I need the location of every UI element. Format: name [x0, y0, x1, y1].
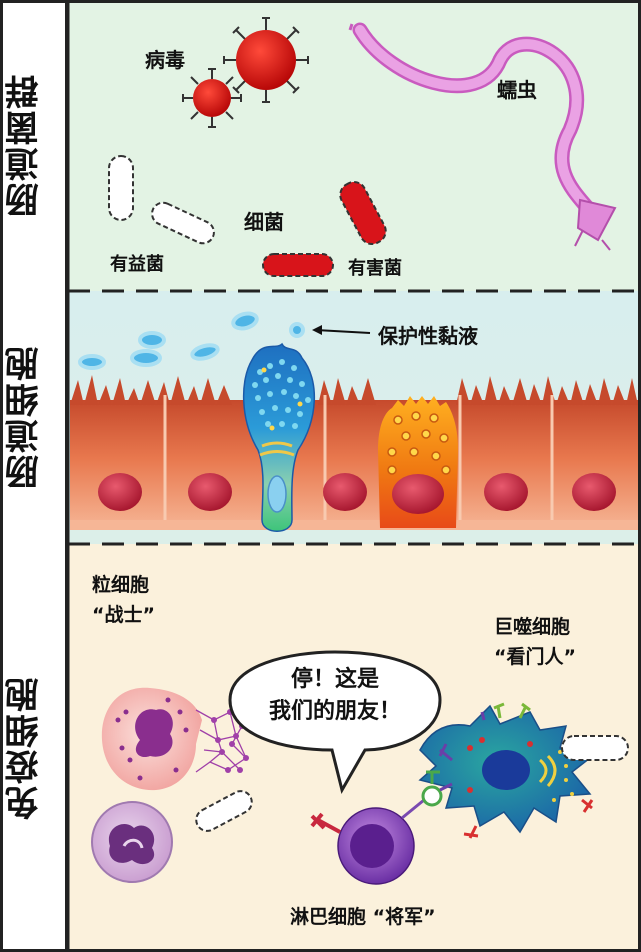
harmful-bacteria-label: 有害菌 — [348, 258, 402, 279]
beneficial-bacterium-2 — [151, 201, 215, 245]
macrophage-role-label: “看门人” — [494, 646, 576, 668]
mucus-droplets — [78, 311, 305, 370]
side-cell-immune: 免疫细胞 — [0, 544, 68, 952]
beneficial-bacteria-label: 有益菌 — [110, 254, 164, 275]
granulocyte-name-label: 粒细胞 — [92, 574, 150, 596]
beneficial-bacterium-1 — [108, 155, 134, 221]
protective-mucus-label: 保护性黏液 — [378, 324, 478, 348]
granulocyte-role-label: “战士” — [92, 604, 155, 626]
speech-bubble-text: 停！这是 我们的朋友！ — [235, 664, 435, 728]
macrophage-name-label: 巨噬细胞 — [494, 616, 571, 638]
section-label-immune-cells: 免疫细胞 — [5, 676, 45, 820]
harmful-bacterium-2 — [262, 253, 334, 277]
lymphocyte — [310, 770, 453, 885]
virus-small — [182, 68, 242, 128]
worm — [348, 22, 617, 251]
speech-line-2: 我们的朋友！ — [268, 699, 401, 724]
lymphocyte-label: 淋巴细胞 “将军” — [290, 906, 436, 928]
bacteria-label: 细菌 — [244, 210, 284, 234]
bacterium-near-granulocyte — [195, 790, 253, 832]
goblet-cell — [242, 342, 316, 532]
worm-label: 蠕虫 — [497, 78, 537, 102]
side-cell-microbiota: 肠道菌群 — [0, 0, 68, 291]
section-label-intestinal-cells: 肠道细胞 — [5, 345, 45, 490]
virus-large — [223, 17, 309, 103]
side-cell-intestinal: 肠道细胞 — [0, 291, 68, 544]
nuclei — [98, 473, 616, 511]
bacterium-near-macrophage — [561, 735, 629, 761]
harmful-bacterium-1 — [339, 180, 387, 246]
granulocyte-pink — [101, 687, 249, 791]
virus-label: 病毒 — [145, 48, 185, 72]
mucus-pointer-arrow — [312, 325, 371, 335]
macrophage — [418, 702, 594, 839]
speech-line-1: 停！这是 — [290, 667, 379, 692]
speech-bubble — [228, 650, 442, 794]
paneth-cell — [378, 396, 458, 528]
granulocyte-purple — [91, 801, 173, 883]
section-label-microbiota: 肠道菌群 — [5, 73, 45, 218]
